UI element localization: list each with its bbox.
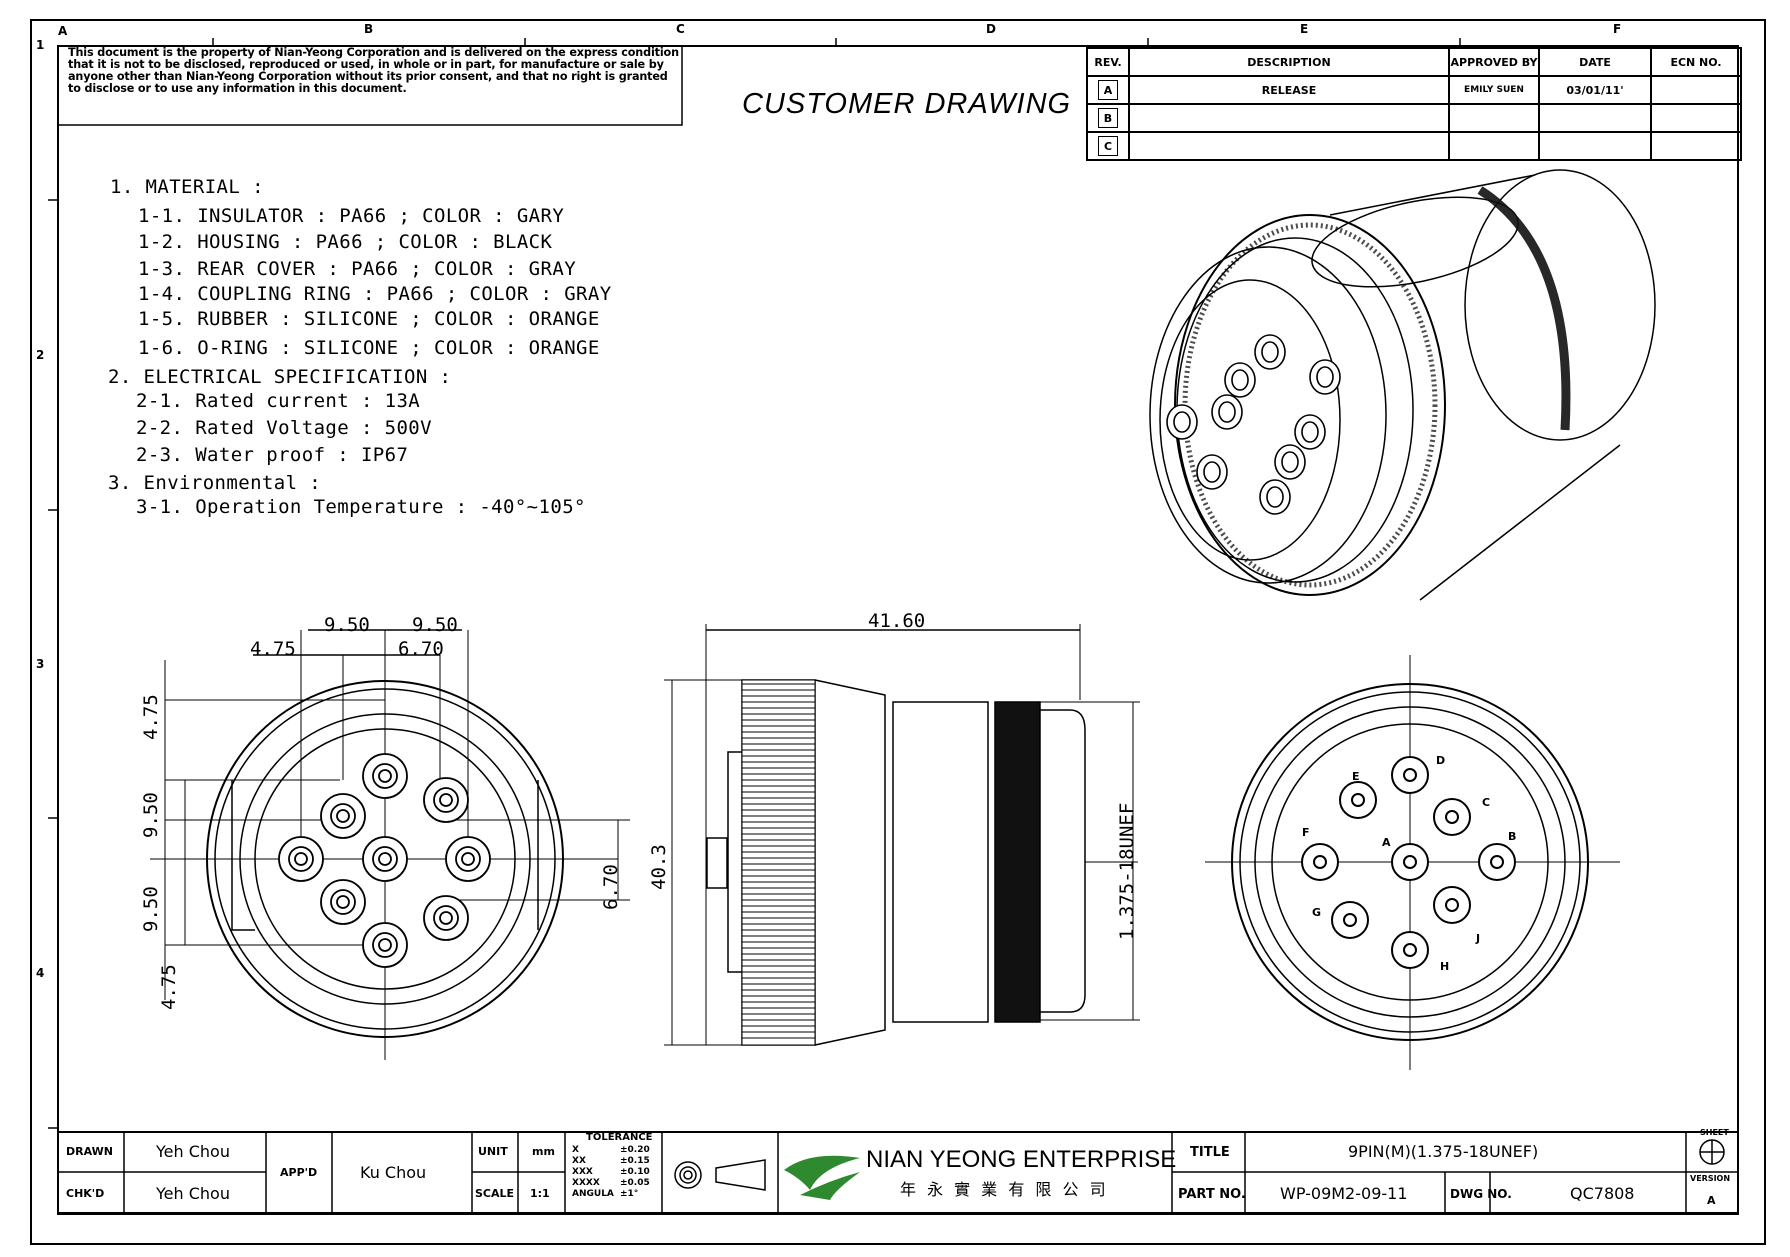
pin-label-b: B	[1508, 830, 1517, 843]
scale-value: 1:1	[530, 1187, 550, 1200]
version-label: VERSION	[1690, 1174, 1731, 1183]
spec-line: 1-5. RUBBER : SILICONE ; COLOR : ORANGE	[138, 308, 600, 330]
pin-label-c: C	[1482, 796, 1491, 809]
tolerance-row: XXX±0.10	[572, 1167, 650, 1177]
dim-label: 9.50	[412, 614, 458, 636]
pin-label-g: G	[1312, 906, 1322, 919]
chkd-value: Yeh Chou	[156, 1184, 230, 1203]
pin-label-e: E	[1352, 770, 1360, 783]
zone-col-a: A	[58, 24, 68, 38]
rev-header: REV.	[1086, 47, 1130, 77]
spec-line: 1-6. O-RING : SILICONE ; COLOR : ORANGE	[138, 337, 600, 359]
zone-row-3: 3	[36, 657, 45, 671]
pin-label-d: D	[1436, 754, 1446, 767]
company-name: NIAN YEONG ENTERPRISE	[866, 1146, 1177, 1173]
zone-row-1: 1	[36, 38, 45, 52]
drawing-title: CUSTOMER DRAWING	[742, 88, 1072, 120]
appd-value: Ku Chou	[360, 1163, 427, 1182]
zone-col-c: C	[676, 22, 685, 36]
drawn-value: Yeh Chou	[156, 1142, 230, 1161]
dwgno-value: QC7808	[1570, 1184, 1635, 1203]
confidentiality-notice: This document is the property of Nian-Ye…	[68, 46, 679, 95]
scale-label: SCALE	[475, 1187, 515, 1200]
dim-label: 40.3	[648, 844, 670, 890]
chkd-label: CHK'D	[66, 1187, 105, 1200]
version-value: A	[1707, 1194, 1716, 1207]
spec-line: 2. ELECTRICAL SPECIFICATION :	[108, 366, 452, 388]
side-view	[664, 624, 1140, 1046]
spec-line: 3. Environmental :	[108, 472, 322, 494]
front-view-contacts	[278, 753, 491, 968]
company-name-cn: 年 永 實 業 有 限 公 司	[900, 1180, 1109, 1199]
revision-row: B	[1086, 103, 1742, 133]
spec-line: 3-1. Operation Temperature : -40°~105°	[136, 496, 586, 518]
unit-label: UNIT	[478, 1145, 508, 1158]
revision-table: REV. DESCRIPTION APPROVED BY DATE ECN NO…	[1086, 47, 1742, 161]
approved-header: APPROVED BY	[1448, 47, 1540, 77]
tolerance-row: XXXX±0.05	[572, 1178, 650, 1188]
spec-line: 1-1. INSULATOR : PA66 ; COLOR : GARY	[138, 205, 565, 227]
spec-line: 2-3. Water proof : IP67	[136, 444, 409, 466]
dim-label: 4.75	[158, 964, 180, 1010]
rev-b-symbol: B	[1098, 108, 1118, 128]
rev-approved: EMILY SUEN	[1448, 75, 1540, 105]
dim-label: 9.50	[140, 886, 162, 932]
spec-line: 1-4. COUPLING RING : PA66 ; COLOR : GRAY	[138, 283, 612, 305]
zone-col-d: D	[986, 22, 996, 36]
pin-label-a: A	[1382, 836, 1391, 849]
dim-label: 4.75	[250, 638, 296, 660]
sheet-label: SHEET	[1700, 1128, 1729, 1137]
company-logo-mark	[784, 1155, 860, 1200]
title-block-frame	[57, 1131, 1739, 1215]
tolerance-list: X±0.20 XX±0.15 XXX±0.10 XXXX±0.05 ANGULA…	[572, 1145, 650, 1200]
tolerance-row: X±0.20	[572, 1145, 650, 1155]
rear-view	[1205, 655, 1620, 1070]
spec-line: 1-2. HOUSING : PA66 ; COLOR : BLACK	[138, 231, 553, 253]
unit-value: mm	[532, 1145, 555, 1158]
dim-label: 6.70	[398, 638, 444, 660]
spec-line: 2-1. Rated current : 13A	[136, 390, 421, 412]
description-header: DESCRIPTION	[1128, 47, 1450, 77]
pin-label-f: F	[1302, 826, 1310, 839]
pin-label-j: J	[1476, 932, 1481, 945]
pin-label-h: H	[1440, 960, 1450, 973]
tolerance-title: TOLERANCE	[586, 1132, 653, 1143]
rev-a-symbol: A	[1098, 80, 1118, 100]
spec-line: 1. MATERIAL :	[110, 176, 264, 198]
zone-col-b: B	[364, 22, 374, 36]
dim-label: 1.375-18UNEF	[1116, 802, 1138, 940]
revision-row: C	[1086, 131, 1742, 161]
dim-label: 9.50	[140, 792, 162, 838]
revision-row: A RELEASE EMILY SUEN 03/01/11'	[1086, 75, 1742, 105]
rev-description: RELEASE	[1128, 75, 1450, 105]
partno-label: PART NO.	[1178, 1187, 1246, 1202]
dwgno-label: DWG NO.	[1450, 1187, 1512, 1201]
dim-label: 41.60	[868, 610, 926, 632]
zone-col-e: E	[1300, 22, 1309, 36]
rev-date: 03/01/11'	[1538, 75, 1652, 105]
partno-value: WP-09M2-09-11	[1280, 1184, 1408, 1203]
spec-line: 1-3. REAR COVER : PA66 ; COLOR : GRAY	[138, 258, 577, 280]
dim-label: 9.50	[324, 614, 370, 636]
rev-ecn	[1650, 75, 1742, 105]
zone-col-f: F	[1613, 22, 1622, 36]
appd-label: APP'D	[280, 1166, 318, 1179]
tolerance-row: XX±0.15	[572, 1156, 650, 1166]
isometric-pins	[1166, 334, 1341, 515]
rev-c-symbol: C	[1098, 136, 1118, 156]
tolerance-row: ANGULA±1°	[572, 1189, 639, 1199]
dim-label: 6.70	[600, 864, 622, 910]
knurl-lines	[742, 683, 815, 1039]
zone-row-2: 2	[36, 348, 45, 362]
spec-line: 2-2. Rated Voltage : 500V	[136, 417, 432, 439]
title-label: TITLE	[1190, 1145, 1230, 1160]
zone-row-4: 4	[36, 966, 45, 980]
ecn-header: ECN NO.	[1650, 47, 1742, 77]
date-header: DATE	[1538, 47, 1652, 77]
title-value: 9PIN(M)(1.375-18UNEF)	[1348, 1142, 1539, 1161]
drawn-label: DRAWN	[66, 1145, 113, 1158]
dim-label: 4.75	[140, 694, 162, 740]
